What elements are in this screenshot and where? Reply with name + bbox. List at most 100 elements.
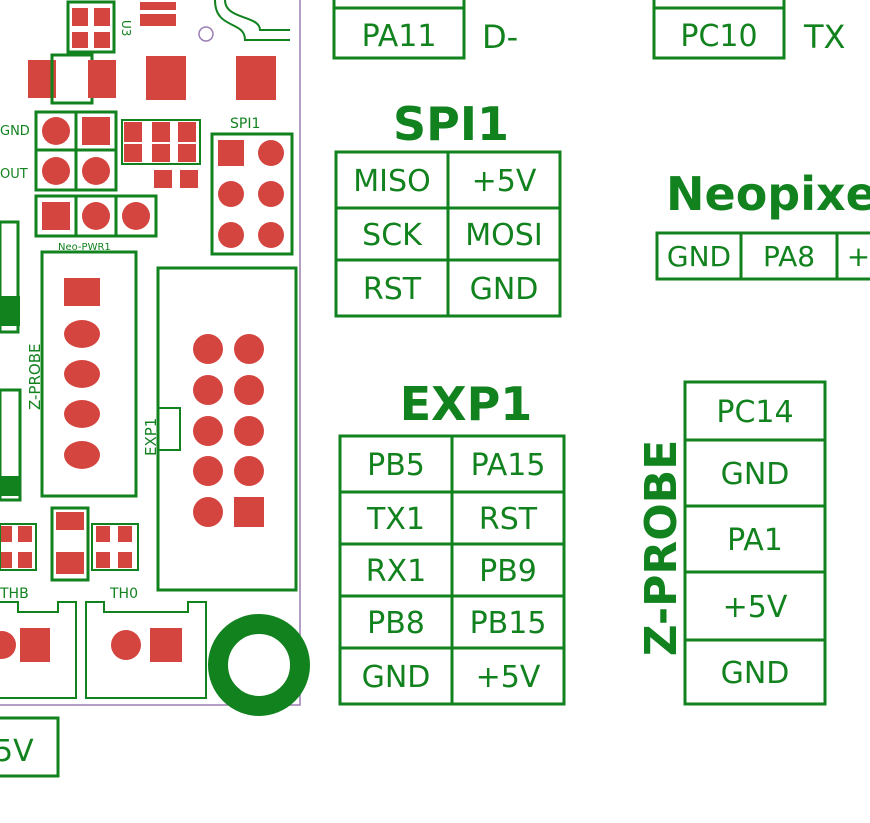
uart-pin-box — [652, 0, 786, 60]
antenna-trace — [214, 0, 290, 41]
zprobe-connector-outline — [40, 250, 138, 498]
pad — [193, 334, 223, 364]
pad — [64, 360, 100, 388]
pad — [124, 122, 142, 142]
component-outline — [0, 523, 37, 571]
pad — [20, 628, 50, 662]
component-outline — [0, 220, 20, 334]
neopixel-pin-label: PA8 — [763, 240, 815, 273]
pad — [258, 181, 284, 207]
zprobe-pin-label: PA1 — [727, 523, 783, 558]
uart-signal-label: TX — [803, 18, 845, 56]
header-grid — [34, 110, 158, 238]
exp1-pin-label: PB5 — [367, 448, 425, 483]
pad — [0, 631, 16, 659]
silk-gnd: GND — [0, 124, 30, 139]
pad — [193, 456, 223, 486]
exp1-cell — [450, 646, 566, 706]
component-outline — [121, 119, 201, 165]
pad — [94, 8, 110, 26]
exp1-key-notch — [157, 407, 181, 451]
pad — [64, 441, 100, 469]
pad — [218, 222, 244, 248]
usb-pin-label: PA11 — [362, 19, 437, 54]
exp1-pin-label: RST — [479, 502, 538, 537]
silk-th0: TH0 — [109, 586, 138, 602]
pad — [118, 526, 132, 542]
pad — [146, 56, 186, 100]
exp1-pin-label: PB9 — [479, 554, 537, 589]
component-outline — [50, 53, 94, 105]
zprobe-pin-label: GND — [721, 457, 790, 492]
pad — [111, 630, 141, 660]
pad — [72, 32, 88, 48]
antenna-trace — [224, 0, 290, 31]
bottom-5v-label: 5V — [0, 734, 34, 769]
spi1-pin-label: RST — [363, 272, 422, 307]
exp1-pin-label: PB15 — [470, 606, 547, 641]
uart-pin-label: PC10 — [680, 19, 757, 54]
spi1-cell — [446, 258, 562, 318]
neopixel-pin-label: GND — [667, 240, 731, 273]
neopixel-cell — [835, 231, 870, 281]
uart-pin-group: PC10 TX — [652, 0, 845, 60]
pad — [154, 170, 172, 188]
component-outline — [91, 523, 139, 571]
pad — [234, 416, 264, 446]
component-outline — [50, 506, 90, 582]
silk-u3: U3 — [119, 20, 133, 36]
pad — [0, 552, 12, 568]
pad — [234, 497, 264, 527]
spi1-title: SPI1 — [393, 97, 509, 151]
pad — [88, 60, 116, 98]
silk-thb: THB — [0, 586, 29, 602]
pad — [64, 400, 100, 428]
spi1-pin-label: +5V — [472, 164, 537, 199]
spi1-pin-label: GND — [470, 272, 539, 307]
pad — [234, 456, 264, 486]
silk-neo-pwr: Neo-PWR1 — [58, 242, 111, 253]
pad — [64, 320, 100, 348]
silk-exp1: EXP1 — [142, 418, 160, 456]
zprobe-pin-label: GND — [721, 656, 790, 691]
pad — [218, 140, 244, 166]
pad — [124, 144, 142, 162]
neopixel-table: GND PA8 +5V — [655, 231, 870, 281]
neopixel-pin-label: +5V — [847, 240, 870, 273]
pad — [234, 375, 264, 405]
spi1-pin-label: MISO — [353, 164, 430, 199]
pad — [18, 552, 32, 568]
pad — [258, 140, 284, 166]
pad — [140, 14, 176, 26]
pad — [193, 416, 223, 446]
silk-out: OUT — [0, 167, 28, 182]
exp1-pin-label: GND — [362, 660, 431, 695]
exp1-connector-outline — [156, 266, 298, 592]
exp1-pin-label: RX1 — [366, 554, 426, 589]
pad — [0, 476, 20, 496]
pcb-board: U3 GND OUT Neo-PWR — [0, 0, 310, 778]
spi1-pin-label: MOSI — [465, 218, 542, 253]
exp1-pin-label: TX1 — [366, 502, 425, 537]
pad — [72, 8, 88, 26]
zprobe-pin-label: +5V — [723, 590, 788, 625]
zprobe-title: Z-PROBE — [636, 440, 687, 657]
component-outline — [0, 388, 22, 502]
exp1-pin-label: PB8 — [367, 606, 425, 641]
th0-connector-outline — [85, 601, 207, 699]
pad — [218, 181, 244, 207]
pad — [152, 144, 170, 162]
pad — [258, 222, 284, 248]
exp1-pin-label: PA15 — [471, 448, 546, 483]
exp1-title: EXP1 — [400, 377, 533, 431]
pad — [178, 122, 196, 142]
pad — [0, 296, 20, 326]
mounting-hole — [208, 614, 310, 716]
